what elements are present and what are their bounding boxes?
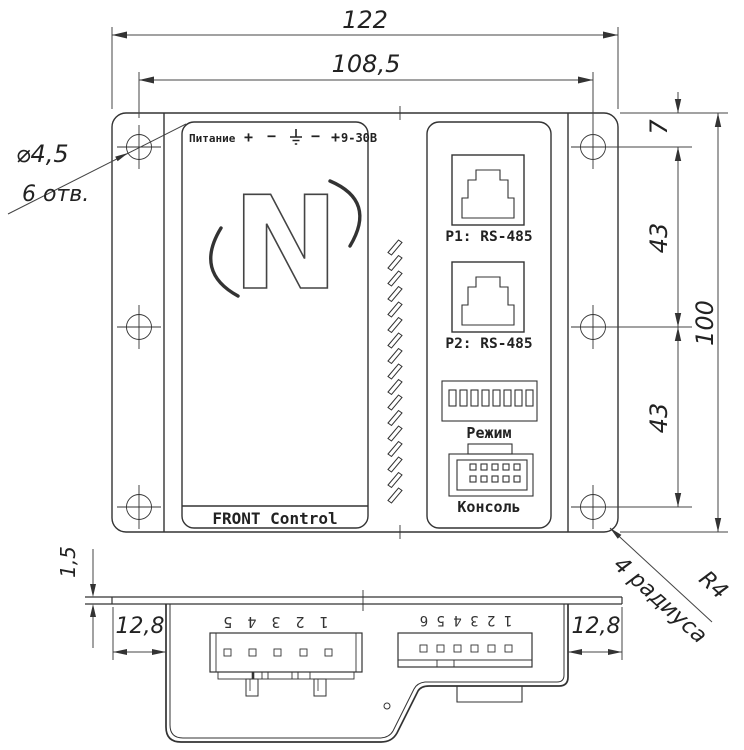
- port2-label: P2: RS-485: [445, 336, 533, 352]
- plus-terminal-b: +: [331, 128, 341, 146]
- dim-left-edge-offset: 12,8: [115, 614, 165, 639]
- hole-note-leader: [7, 123, 187, 215]
- mounting-holes: [117, 106, 615, 611]
- device-name-label: FRONT Control: [212, 509, 338, 528]
- console-label: Консоль: [457, 498, 521, 516]
- hole-diameter-note: ⌀4,5: [16, 140, 69, 168]
- console-connector: [448, 443, 534, 497]
- dip-switch-label: Режим: [466, 424, 512, 442]
- dim-hole-spacing-lower: 43: [645, 402, 673, 434]
- rj45-port-p1: [451, 154, 525, 226]
- logo: N: [209, 169, 362, 320]
- logo-arc-left: [209, 226, 240, 298]
- bottom-protrusion: [456, 686, 523, 703]
- dim-hole-top-offset: 7: [645, 119, 673, 135]
- mounting-flange-outline: [111, 112, 619, 533]
- bottom-view: [85, 596, 623, 743]
- flange-strip: [85, 596, 623, 605]
- dim-hole-span: 108,5: [331, 50, 401, 78]
- dim-flange-thickness: 1,5: [56, 546, 80, 578]
- right-connector-pin-numbers: 1 2 3 4 5 6: [419, 612, 513, 628]
- ground-icon: [290, 129, 302, 145]
- port1-label: P1: RS-485: [445, 229, 533, 245]
- body-edge-lines: [163, 113, 569, 532]
- logo-letter: N: [232, 170, 339, 319]
- dimension-arrows: [90, 31, 722, 655]
- dim-right-edge-offset: 12,8: [571, 614, 621, 639]
- connector-panel-outline: [426, 121, 552, 529]
- dim-overall-height: 100: [691, 300, 719, 346]
- housing-outer: [165, 604, 569, 743]
- plus-terminal-a: +: [244, 128, 254, 146]
- minus-terminal-a: −: [267, 127, 277, 145]
- housing-inner: [169, 604, 565, 739]
- left-connector-pin-numbers: 1 2 3 4 5: [223, 613, 329, 631]
- centerline-ticks: [362, 106, 401, 611]
- vent-slots: [387, 239, 403, 504]
- voltage-range-label: 9-30В: [341, 131, 378, 145]
- logo-arc-right: [328, 179, 362, 248]
- minus-terminal-b: −: [311, 127, 321, 145]
- dimension-lines: [7, 27, 728, 660]
- bottom-connector-5pin: [209, 632, 363, 697]
- label-panel-outline: [181, 121, 369, 529]
- bottom-hole: [383, 702, 391, 710]
- bottom-connector-6pin: [397, 632, 533, 668]
- radius-leader: [609, 527, 713, 623]
- dim-hole-spacing-upper: 43: [645, 222, 673, 254]
- power-label: Питание: [189, 132, 236, 145]
- dim-overall-width: 122: [342, 6, 388, 34]
- dip-switch-block: [441, 380, 538, 422]
- rj45-port-p2: [451, 261, 525, 333]
- front-view: N: [111, 112, 619, 533]
- hole-count-note: 6 отв.: [22, 182, 90, 207]
